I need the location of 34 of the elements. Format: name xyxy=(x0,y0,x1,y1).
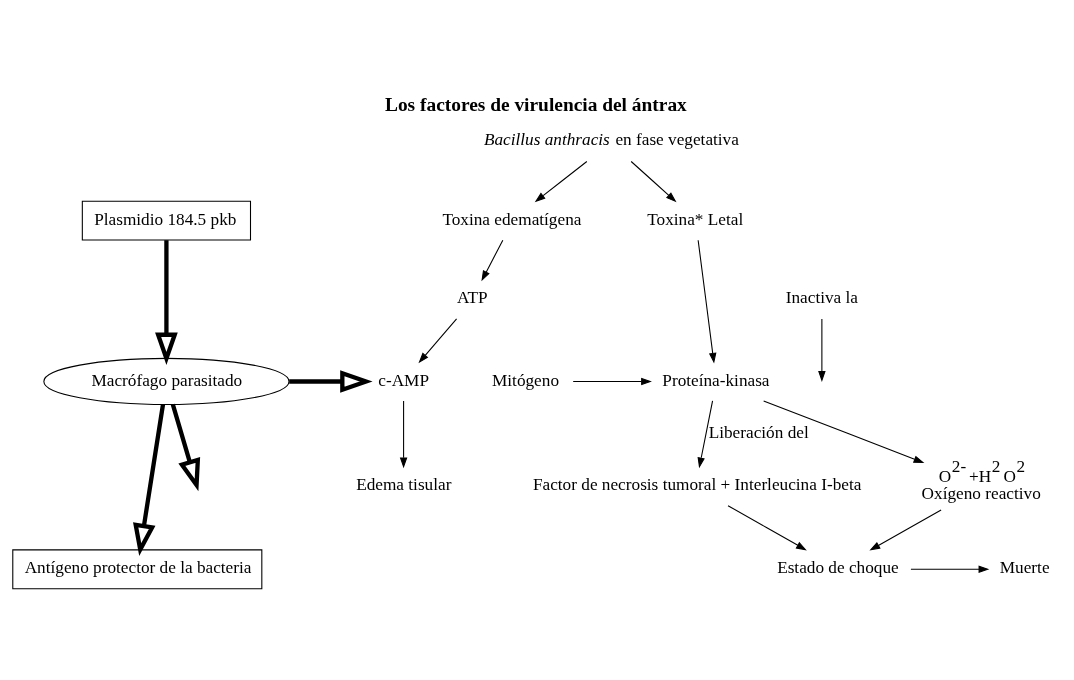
node-text: ATP xyxy=(456,287,488,307)
node-text: Mitógeno xyxy=(491,370,560,390)
arrow xyxy=(534,160,588,202)
arrow xyxy=(818,317,826,382)
node-text: Estado de choque xyxy=(777,557,899,577)
node-text: c-AMP xyxy=(378,370,429,390)
node-box: Antígeno protector de la bacteria xyxy=(12,548,263,589)
node-text: Edema tisular xyxy=(356,474,452,494)
arrow xyxy=(170,403,201,491)
node-text: Muerte xyxy=(999,557,1050,577)
node-text: Toxina edematígena xyxy=(442,209,582,229)
node-text: Inactiva la xyxy=(785,287,859,307)
arrow xyxy=(727,504,807,550)
arrow xyxy=(481,239,504,281)
node-text: Factor de necrosis tumoral + Interleucina I-beta xyxy=(532,474,862,494)
arrow xyxy=(289,369,373,393)
arrow xyxy=(697,239,717,364)
arrow xyxy=(418,317,458,363)
arrow xyxy=(869,509,942,551)
node-box: Plasmidio 184.5 pkb xyxy=(81,200,252,241)
arrow xyxy=(133,403,166,556)
arrow xyxy=(763,399,925,463)
node-ellipse: Macrófago parasitado xyxy=(43,357,290,405)
arrow xyxy=(910,565,990,573)
edge-label: Liberación del xyxy=(708,422,809,442)
arrow xyxy=(155,239,178,365)
node-text: Bacillus anthracis en fase vegetativa xyxy=(483,129,739,149)
arrow xyxy=(399,399,408,468)
diagram-title: Los factores de virulencia del ántrax xyxy=(384,93,687,115)
arrow xyxy=(697,399,714,468)
arrow xyxy=(630,160,677,202)
arrow xyxy=(572,377,652,385)
node-text: Proteína-kinasa xyxy=(662,370,770,390)
node-text: Toxina* Letal xyxy=(647,209,744,229)
